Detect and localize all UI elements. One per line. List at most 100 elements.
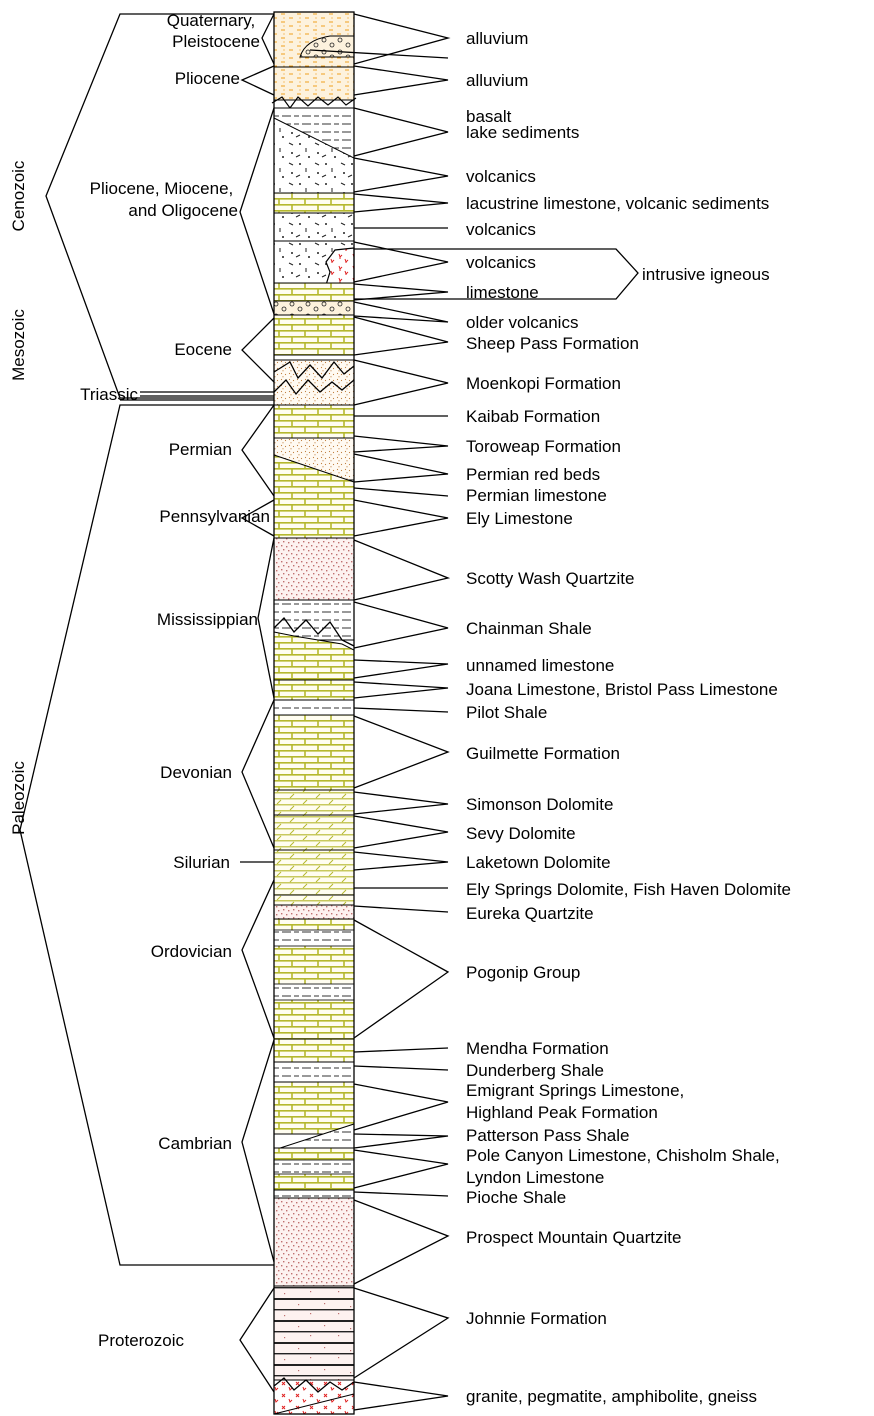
formation-label-pioche: Pioche Shale bbox=[466, 1188, 566, 1207]
unit-dunderberg bbox=[274, 1062, 354, 1082]
era-labels: Cenozoic Mesozoic Paleozoic bbox=[9, 160, 28, 835]
formation-label-ely-limestone: Ely Limestone bbox=[466, 509, 573, 528]
callout-ely-limestone bbox=[354, 500, 448, 536]
callout-volcanics-1 bbox=[354, 158, 448, 192]
unit-prospect-mountain bbox=[274, 1198, 354, 1286]
unit-laketown bbox=[274, 850, 354, 895]
period-label-cambrian: Cambrian bbox=[158, 1134, 232, 1153]
formation-label-laketown: Laketown Dolomite bbox=[466, 853, 611, 872]
callout-johnnie bbox=[354, 1288, 448, 1378]
formation-label-lake-sediments: lake sediments bbox=[466, 123, 579, 142]
formation-labels: alluvium alluvium basalt lake sediments … bbox=[466, 29, 791, 1406]
callout-sheep-pass bbox=[354, 317, 448, 355]
ordovician-bracket bbox=[242, 880, 274, 1038]
formation-label-volcanics-1: volcanics bbox=[466, 167, 536, 186]
callout-toroweap bbox=[354, 436, 448, 452]
period-label-pliocene: Pliocene bbox=[175, 69, 240, 88]
unit-limestone bbox=[274, 283, 354, 301]
paleozoic-bracket bbox=[20, 405, 274, 1265]
callout-pogonip bbox=[354, 920, 448, 1038]
unit-mendha bbox=[274, 1039, 354, 1062]
formation-label-older-volcanics: older volcanics bbox=[466, 313, 578, 332]
era-label-cenozoic: Cenozoic bbox=[9, 160, 28, 231]
callout-lake-sediments bbox=[354, 108, 448, 156]
formation-label-volcanics-3: volcanics bbox=[466, 253, 536, 272]
callout-sevy bbox=[354, 816, 448, 848]
callout-permian-limestone bbox=[354, 488, 448, 496]
unit-pioche bbox=[274, 1190, 354, 1198]
formation-label-kaibab: Kaibab Formation bbox=[466, 407, 600, 426]
unit-pogonip-shale-1 bbox=[274, 930, 354, 946]
unit-sevy bbox=[274, 815, 354, 850]
callout-patterson bbox=[354, 1134, 448, 1148]
formation-label-emigrant-springs: Emigrant Springs Limestone, Highland Pea… bbox=[466, 1081, 689, 1122]
formation-label-johnnie: Johnnie Formation bbox=[466, 1309, 607, 1328]
callout-guilmette bbox=[354, 716, 448, 788]
callout-alluvium-2 bbox=[354, 66, 448, 95]
quaternary-bracket bbox=[262, 14, 274, 64]
formation-label-scotty-wash: Scotty Wash Quartzite bbox=[466, 569, 634, 588]
callout-pole-canyon bbox=[354, 1150, 448, 1188]
formation-label-alluvium-2: alluvium bbox=[466, 71, 528, 90]
period-label-permian: Permian bbox=[169, 440, 232, 459]
callout-laketown bbox=[354, 852, 448, 870]
formation-label-permian-limestone: Permian limestone bbox=[466, 486, 607, 505]
era-label-mesozoic: Mesozoic bbox=[9, 309, 28, 381]
callout-alluvium-1 bbox=[354, 14, 448, 64]
formation-label-joana: Joana Limestone, Bristol Pass Limestone bbox=[466, 680, 778, 699]
unit-joana bbox=[274, 680, 354, 700]
formation-label-permian-red-beds: Permian red beds bbox=[466, 465, 600, 484]
callout-joana bbox=[354, 682, 448, 698]
period-label-devonian: Devonian bbox=[160, 763, 232, 782]
period-brackets bbox=[140, 14, 274, 1392]
unit-guilmette bbox=[274, 715, 354, 790]
period-label-quaternary: Quaternary, Pleistocene bbox=[167, 11, 260, 51]
callout-older-volcanics bbox=[354, 302, 448, 322]
period-label-mississippian: Mississippian bbox=[157, 610, 258, 629]
period-label-eocene: Eocene bbox=[174, 340, 232, 359]
unit-volcanics-middle bbox=[274, 213, 354, 241]
period-label-proterozoic: Proterozoic bbox=[98, 1331, 184, 1350]
callout-emigrant-springs bbox=[354, 1084, 448, 1130]
unit-eureka bbox=[274, 905, 354, 919]
unit-sheep-pass bbox=[274, 315, 354, 355]
callout-eureka bbox=[354, 906, 448, 912]
unit-kaibab bbox=[274, 405, 354, 438]
callout-chainman bbox=[354, 602, 448, 648]
formation-label-eureka: Eureka Quartzite bbox=[466, 904, 594, 923]
formation-label-unnamed-limestone: unnamed limestone bbox=[466, 656, 614, 675]
formation-label-toroweap: Toroweap Formation bbox=[466, 437, 621, 456]
formation-label-pilot-shale: Pilot Shale bbox=[466, 703, 547, 722]
callout-pilot bbox=[354, 708, 448, 712]
unit-moenkopi bbox=[274, 360, 354, 405]
mississippian-bracket bbox=[258, 538, 274, 698]
cambrian-bracket bbox=[242, 1040, 274, 1262]
callout-volcanics-3 bbox=[354, 242, 448, 282]
formation-label-simonson: Simonson Dolomite bbox=[466, 795, 613, 814]
unit-simonson bbox=[274, 790, 354, 815]
period-label-triassic: Triassic bbox=[80, 385, 138, 404]
callout-unnamed-limestone bbox=[354, 660, 448, 678]
period-label-ordovician: Ordovician bbox=[151, 942, 232, 961]
formation-label-intrusive-igneous: intrusive igneous bbox=[642, 265, 770, 284]
period-label-plio-mio-oligocene: Pliocene, Miocene, and Oligocene bbox=[90, 179, 238, 220]
unit-alluvium-lower bbox=[274, 67, 354, 100]
formation-label-granite: granite, pegmatite, amphibolite, gneiss bbox=[466, 1387, 757, 1406]
callout-scotty-wash bbox=[354, 540, 448, 600]
formation-label-mendha: Mendha Formation bbox=[466, 1039, 609, 1058]
unit-emigrant-springs bbox=[274, 1082, 354, 1134]
callout-lacustrine bbox=[354, 194, 448, 212]
formation-label-moenkopi: Moenkopi Formation bbox=[466, 374, 621, 393]
callout-granite bbox=[354, 1382, 448, 1410]
unit-scotty-wash bbox=[274, 538, 354, 600]
callout-prospect-mountain bbox=[354, 1200, 448, 1284]
period-labels: Quaternary, Pleistocene Pliocene Pliocen… bbox=[80, 11, 270, 1350]
callout-simonson bbox=[354, 792, 448, 814]
pliocene-bracket bbox=[242, 66, 274, 95]
unit-pogonip-shale-2 bbox=[274, 984, 354, 1000]
column bbox=[272, 12, 356, 1414]
formation-label-prospect-mountain: Prospect Mountain Quartzite bbox=[466, 1228, 681, 1247]
formation-label-chainman: Chainman Shale bbox=[466, 619, 592, 638]
triassic-bracket bbox=[140, 392, 274, 396]
unit-older-volcanics bbox=[274, 301, 354, 315]
